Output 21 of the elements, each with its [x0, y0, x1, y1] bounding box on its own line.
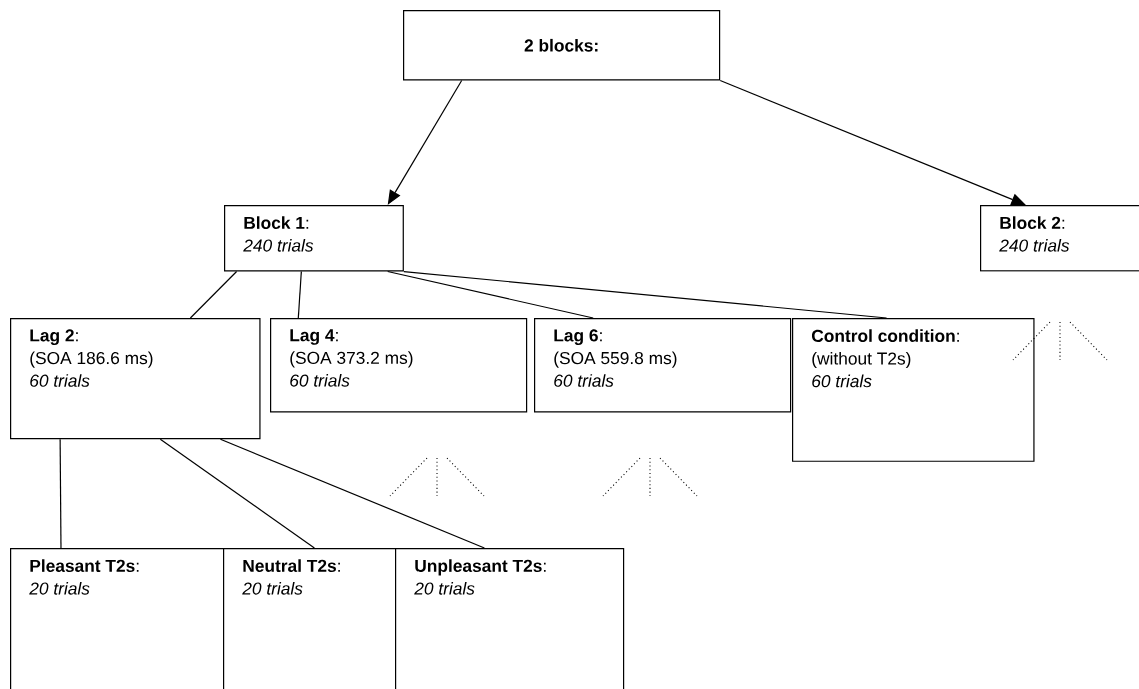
text-box: Lag 4: (SOA 373.2 ms) 60 trials — [270, 318, 528, 413]
connector — [159, 438, 315, 549]
connector — [219, 438, 485, 549]
text-box: Block 1: 240 trials — [224, 205, 404, 272]
connector — [297, 270, 302, 319]
connector — [403, 270, 888, 319]
text-box: Lag 2: (SOA 186.6 ms) 60 trials — [10, 318, 261, 440]
text-box: Block 2: 240 trials — [980, 205, 1139, 272]
text-box: Neutral T2s: 20 trials — [223, 548, 410, 689]
node-label: Neutral T2s: — [243, 559, 340, 572]
connector — [189, 270, 238, 319]
connector — [59, 438, 62, 549]
node-label: 20 trials — [242, 581, 303, 595]
text-box: Pleasant T2s: 20 trials — [10, 548, 237, 689]
connector — [719, 79, 1026, 206]
text-box: Control condition: (without T2s) 60 trials — [792, 318, 1035, 462]
connector — [387, 270, 594, 319]
text-box: Unpleasant T2s: 20 trials — [395, 548, 625, 689]
text-box: Lag 6: (SOA 559.8 ms) 60 trials — [534, 318, 792, 413]
text-box: 2 blocks: — [403, 10, 721, 81]
connector — [387, 79, 463, 205]
